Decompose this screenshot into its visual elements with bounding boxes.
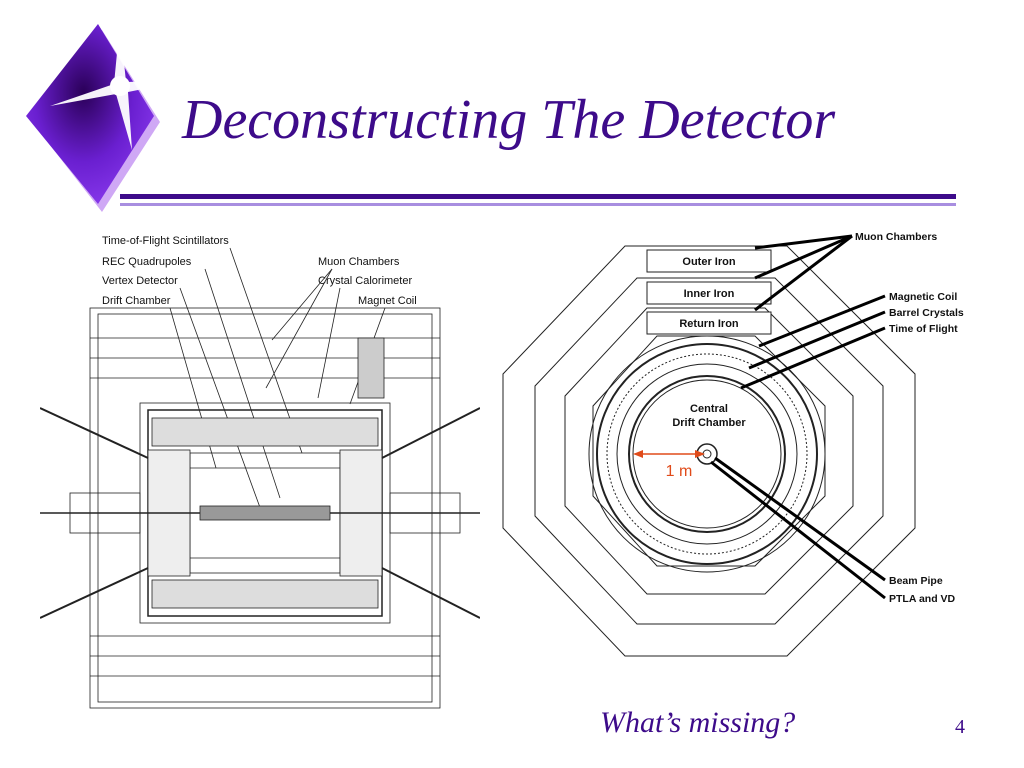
purple-diamond-star-icon bbox=[26, 22, 188, 212]
label-crystal-calorimeter: Crystal Calorimeter bbox=[318, 275, 412, 287]
slide-title: Deconstructing The Detector bbox=[182, 89, 836, 151]
label-ptla-vd: PTLA and VD bbox=[889, 593, 956, 605]
title-divider-dark bbox=[120, 194, 956, 199]
layer-inner-iron: Inner Iron bbox=[684, 288, 735, 300]
label-beam-pipe: Beam Pipe bbox=[889, 575, 943, 587]
side-view-diagram: Time-of-Flight Scintillators REC Quadrup… bbox=[40, 235, 480, 709]
label-tof-scintillators: Time-of-Flight Scintillators bbox=[102, 235, 229, 247]
label-muon-chambers: Muon Chambers bbox=[855, 231, 937, 243]
scale-label: 1 m bbox=[666, 463, 693, 480]
title-divider-light bbox=[120, 203, 956, 206]
label-muon-chambers: Muon Chambers bbox=[318, 256, 400, 268]
layer-return-iron: Return Iron bbox=[679, 318, 739, 330]
label-drift-chamber: Drift Chamber bbox=[102, 295, 171, 307]
layer-outer-iron: Outer Iron bbox=[682, 256, 735, 268]
label-magnetic-coil: Magnetic Coil bbox=[889, 291, 957, 303]
scale-arrow bbox=[633, 450, 705, 458]
label-time-of-flight: Time of Flight bbox=[889, 323, 958, 335]
label-barrel-crystals: Barrel Crystals bbox=[889, 307, 964, 319]
page-number: 4 bbox=[955, 716, 965, 738]
footer-question: What’s missing? bbox=[600, 706, 796, 739]
center-label-line-1: Central bbox=[690, 403, 728, 415]
end-view-diagram: Outer Iron Inner Iron Return Iron Centra… bbox=[502, 231, 964, 657]
label-magnet-coil: Magnet Coil bbox=[358, 295, 417, 307]
center-label-line-2: Drift Chamber bbox=[672, 417, 746, 429]
label-rec-quadrupoles: REC Quadrupoles bbox=[102, 256, 192, 268]
label-vertex-detector: Vertex Detector bbox=[102, 275, 178, 287]
